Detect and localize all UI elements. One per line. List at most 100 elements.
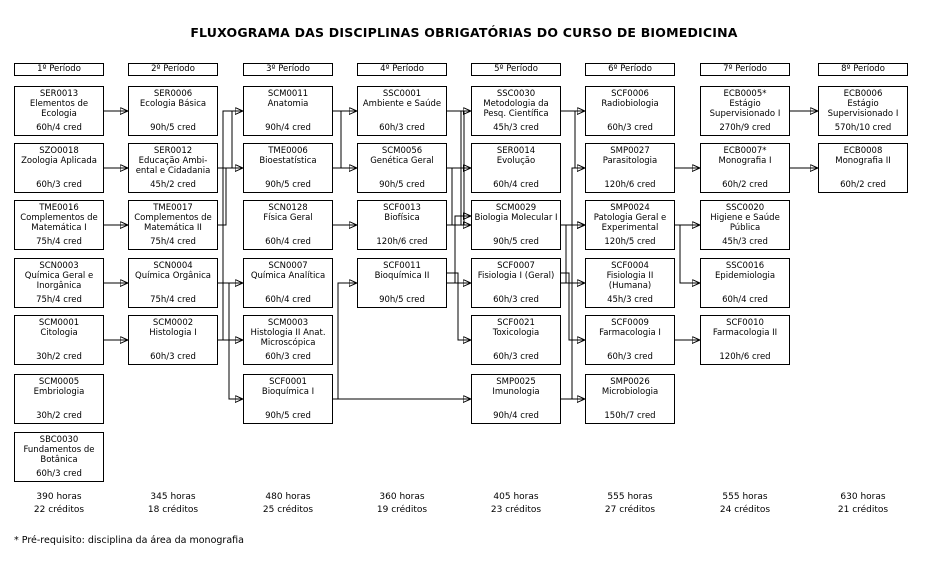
period-totals: 480 horas 25 créditos bbox=[243, 491, 333, 517]
course-name: Higiene e Saúde Pública bbox=[710, 213, 780, 233]
course-name: Bioquímica I bbox=[261, 387, 315, 397]
course-hours: 60h/3 cred bbox=[607, 352, 653, 362]
connector bbox=[447, 216, 470, 284]
course-name: Embriologia bbox=[33, 387, 85, 397]
course-code: SMP0024 bbox=[610, 203, 650, 213]
course-hours: 45h/3 cred bbox=[493, 123, 539, 133]
course-code: TME0017 bbox=[153, 203, 193, 213]
course-name: Estágio Supervisionado I bbox=[709, 99, 781, 119]
course-code: SCN0004 bbox=[153, 261, 193, 271]
course-code: ECB0006 bbox=[843, 89, 883, 99]
period-header: 6º Período bbox=[585, 63, 675, 76]
period-header: 2º Período bbox=[128, 63, 218, 76]
connector bbox=[561, 168, 584, 400]
course-name: Bioquímica II bbox=[374, 271, 430, 281]
course-hours: 60h/3 cred bbox=[36, 469, 82, 479]
course-hours: 30h/2 cred bbox=[36, 352, 82, 362]
course-code: SCF0006 bbox=[611, 89, 649, 99]
course-hours: 90h/4 cred bbox=[493, 411, 539, 421]
course-name: Microbiologia bbox=[601, 387, 659, 397]
course-name: Fisiologia I (Geral) bbox=[477, 271, 555, 281]
total-credits: 22 créditos bbox=[33, 505, 85, 515]
course-code: SCN0007 bbox=[268, 261, 308, 271]
course-hours: 90h/5 cred bbox=[493, 237, 539, 247]
total-credits: 25 créditos bbox=[262, 505, 314, 515]
course-hours: 120h/5 cred bbox=[604, 237, 656, 247]
course-code: TME0016 bbox=[39, 203, 79, 213]
course-code: SMP0027 bbox=[610, 146, 650, 156]
course-name: Monografia I bbox=[718, 156, 772, 166]
course-hours: 90h/5 cred bbox=[265, 411, 311, 421]
course-hours: 150h/7 cred bbox=[604, 411, 656, 421]
total-hours: 480 horas bbox=[265, 492, 311, 502]
course-name: Complementos de Matemática I bbox=[20, 213, 98, 233]
total-credits: 21 créditos bbox=[837, 505, 889, 515]
course-name: Farmacologia II bbox=[712, 328, 778, 338]
connector bbox=[447, 167, 470, 225]
course-name: Elementos de Ecologia bbox=[29, 99, 89, 119]
course-code: SSC0030 bbox=[496, 89, 536, 99]
course-hours: 90h/5 cred bbox=[150, 123, 196, 133]
course-name: Evolução bbox=[496, 156, 536, 166]
course-code: SCM0029 bbox=[495, 203, 537, 213]
course-name: Citologia bbox=[40, 328, 78, 338]
course-name: Química Geral e Inorgânica bbox=[24, 271, 94, 291]
course-name: Genética Geral bbox=[370, 156, 434, 166]
course-hours: 60h/4 cred bbox=[36, 123, 82, 133]
period-header: 3º Período bbox=[243, 63, 333, 76]
course-code: SER0012 bbox=[153, 146, 193, 156]
course-hours: 60h/2 cred bbox=[840, 180, 886, 190]
course-code: SMP0026 bbox=[610, 377, 650, 387]
course-code: ECB0008 bbox=[843, 146, 883, 156]
course-name: Educação Ambi-ental e Cidadania bbox=[135, 156, 211, 176]
course-name: Monografia II bbox=[835, 156, 891, 166]
course-name: Química Orgânica bbox=[135, 271, 211, 281]
connector bbox=[218, 111, 242, 341]
total-hours: 555 horas bbox=[607, 492, 653, 502]
course-hours: 90h/4 cred bbox=[265, 123, 311, 133]
course-name: Histologia I bbox=[149, 328, 197, 338]
course-name: Parasitologia bbox=[602, 156, 658, 166]
course-name: Biologia Molecular I bbox=[474, 213, 558, 223]
course-code: SZO0018 bbox=[39, 146, 79, 156]
course-hours: 90h/5 cred bbox=[379, 180, 425, 190]
course-hours: 60h/4 cred bbox=[493, 180, 539, 190]
course-name: Física Geral bbox=[263, 213, 313, 223]
course-hours: 120h/6 cred bbox=[376, 237, 428, 247]
total-credits: 23 créditos bbox=[490, 505, 542, 515]
course-code: SBC0030 bbox=[39, 435, 79, 445]
course-code: SCM0056 bbox=[381, 146, 423, 156]
connector bbox=[675, 224, 699, 283]
course-hours: 60h/4 cred bbox=[265, 237, 311, 247]
course-name: Epidemiologia bbox=[714, 271, 776, 281]
course-hours: 45h/2 cred bbox=[150, 180, 196, 190]
total-hours: 390 horas bbox=[36, 492, 82, 502]
course-code: SCN0128 bbox=[268, 203, 308, 213]
course-code: SSC0020 bbox=[725, 203, 765, 213]
course-name: Patologia Geral e Experimental bbox=[593, 213, 667, 233]
